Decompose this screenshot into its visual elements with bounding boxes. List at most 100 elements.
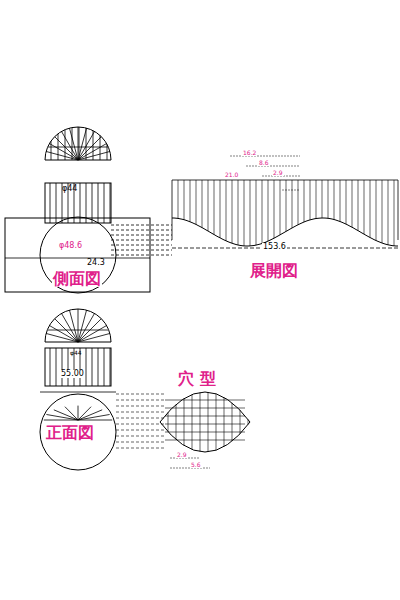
drawing-stroke bbox=[116, 394, 165, 395]
drawing-stroke bbox=[54, 410, 78, 420]
drawing-stroke bbox=[5, 258, 150, 259]
drawing-stroke bbox=[376, 180, 377, 241]
drawing-stroke bbox=[216, 394, 217, 450]
drawing-stroke bbox=[358, 180, 359, 231]
dimension-label: 8.6 bbox=[258, 160, 270, 166]
drawing-stroke bbox=[200, 392, 201, 451]
drawing-stroke bbox=[48, 330, 108, 331]
drawing-stroke bbox=[232, 180, 233, 243]
drawing-stroke bbox=[196, 180, 197, 224]
drawing-stroke bbox=[92, 183, 93, 223]
drawing-stroke bbox=[178, 180, 179, 218]
dimension-label: 2.9 bbox=[176, 452, 188, 458]
drawing-stroke bbox=[86, 128, 87, 160]
drawing-stroke bbox=[256, 180, 257, 245]
drawing-stroke bbox=[244, 180, 245, 246]
branch-pipe bbox=[45, 348, 111, 386]
drawing-stroke bbox=[111, 245, 172, 246]
drawing-stroke bbox=[116, 400, 165, 401]
drawing-stroke bbox=[116, 418, 165, 419]
drawing-stroke bbox=[40, 392, 116, 393]
drawing-stroke bbox=[208, 392, 209, 452]
drawing-stroke bbox=[111, 230, 172, 231]
drawing-stroke bbox=[69, 128, 78, 160]
dimension-label: 展開図 bbox=[250, 263, 298, 279]
drawing-stroke bbox=[230, 156, 300, 157]
drawing-stroke bbox=[292, 180, 293, 228]
drawing-stroke bbox=[48, 147, 108, 148]
drawing-stroke bbox=[165, 416, 245, 417]
drawing-stroke bbox=[168, 412, 169, 431]
drawing-stroke bbox=[116, 442, 165, 443]
pipe-section bbox=[40, 394, 116, 470]
drawing-stroke bbox=[78, 414, 110, 420]
drawing-stroke bbox=[62, 131, 79, 160]
pipe-section bbox=[40, 217, 116, 293]
dimension-label: 21.0 bbox=[224, 172, 239, 178]
drawing-stroke bbox=[65, 407, 78, 420]
drawing-stroke bbox=[322, 180, 323, 218]
drawing-stroke bbox=[86, 348, 87, 386]
dimension-label: φ44 bbox=[62, 185, 77, 193]
drawing-stroke bbox=[388, 180, 389, 245]
drawing-stroke bbox=[111, 235, 172, 236]
dimension-label: 153.6 bbox=[262, 243, 287, 251]
drawing-stroke bbox=[248, 419, 249, 424]
semicircle bbox=[45, 127, 111, 160]
drawing-stroke bbox=[116, 424, 165, 425]
drawing-stroke bbox=[220, 180, 221, 238]
drawing-stroke bbox=[104, 183, 105, 223]
drawing-stroke bbox=[62, 348, 63, 386]
drawing-stroke bbox=[56, 348, 57, 386]
drawing-stroke bbox=[50, 348, 51, 386]
semicircle bbox=[45, 309, 111, 342]
drawing-stroke bbox=[165, 400, 245, 401]
drawing-stroke bbox=[110, 348, 111, 386]
drawing-stroke bbox=[56, 183, 57, 223]
dimension-label: φ48.6 bbox=[58, 242, 83, 250]
drawing-stroke bbox=[240, 410, 241, 434]
drawing-stroke bbox=[165, 432, 245, 433]
drawing-stroke bbox=[98, 183, 99, 223]
drawing-stroke bbox=[110, 183, 111, 223]
drawing-stroke bbox=[111, 255, 172, 256]
drawing-stroke bbox=[280, 180, 281, 235]
drawing-stroke bbox=[274, 180, 275, 238]
dimension-label: 穴 型 bbox=[178, 371, 216, 387]
drawing-stroke bbox=[116, 436, 165, 437]
dimension-label: 側面図 bbox=[52, 271, 102, 287]
drawing-stroke bbox=[51, 141, 52, 160]
drawing-stroke bbox=[165, 440, 245, 441]
drawing-stroke bbox=[65, 130, 66, 160]
dimension-label: 2.9 bbox=[272, 170, 284, 176]
drawing-stroke bbox=[382, 180, 383, 243]
drawing-stroke bbox=[92, 348, 93, 386]
drawing-stroke bbox=[208, 180, 209, 231]
drawing-stroke bbox=[111, 225, 172, 226]
drawing-stroke bbox=[116, 412, 165, 413]
drawing-stroke bbox=[282, 190, 300, 191]
drawing-stroke bbox=[79, 127, 80, 160]
drawing-stroke bbox=[72, 128, 73, 160]
drawing-stroke bbox=[104, 348, 105, 386]
drawing-stroke bbox=[116, 406, 165, 407]
drawing-stroke bbox=[262, 180, 263, 243]
drawing-stroke bbox=[78, 420, 112, 421]
drawing-stroke bbox=[44, 420, 78, 421]
drawing-stroke bbox=[78, 127, 79, 160]
drawing-stroke bbox=[310, 180, 311, 220]
drawing-stroke bbox=[176, 404, 177, 439]
drawing-stroke bbox=[364, 180, 365, 234]
dimension-label: φ44 bbox=[70, 350, 82, 356]
drawing-stroke bbox=[116, 448, 165, 449]
hole-pattern bbox=[160, 392, 250, 452]
dimension-label: 正面図 bbox=[45, 425, 95, 441]
drawing-stroke bbox=[100, 135, 101, 160]
dimension-label: 24.3 bbox=[86, 259, 106, 267]
dimension-label: 5.6 bbox=[190, 462, 202, 468]
drawing-stroke bbox=[226, 180, 227, 241]
drawing-stroke bbox=[268, 180, 269, 241]
drawing-stroke bbox=[224, 397, 225, 446]
drawing-stroke bbox=[78, 151, 110, 160]
